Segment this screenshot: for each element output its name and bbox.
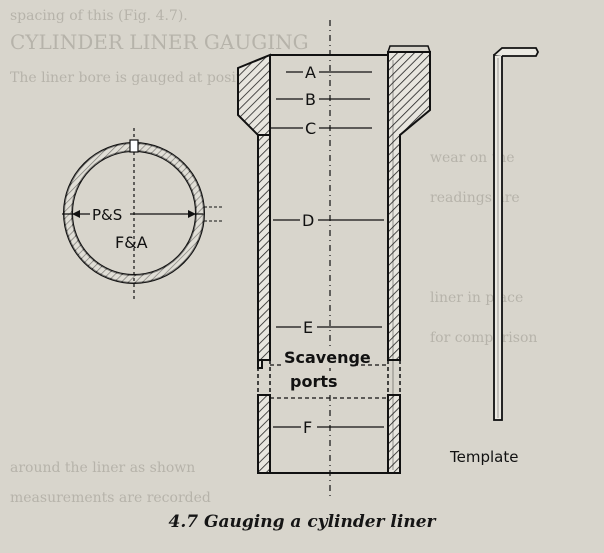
- background-text: around the liner as shown: [10, 460, 196, 476]
- left-wall-upper: [257, 134, 271, 361]
- level-d-label: D: [302, 211, 314, 230]
- level-f-label: F: [303, 418, 312, 437]
- liner-cross-section: [62, 128, 222, 300]
- background-text: The liner bore is gauged at positions: [10, 70, 271, 86]
- right-wall-lower: [387, 394, 401, 474]
- scavenge-label: Scavenge: [284, 348, 371, 367]
- background-text: measurements are recorded: [10, 490, 211, 506]
- fa-label: F&A: [115, 233, 148, 252]
- ports-label: ports: [290, 372, 338, 391]
- template-label: Template: [449, 448, 518, 466]
- right-collar: [387, 51, 431, 361]
- background-text: for comparison: [430, 330, 538, 346]
- cylinder-liner-section: [237, 20, 431, 500]
- background-text: spacing of this (Fig. 4.7).: [10, 8, 188, 24]
- background-text: CYLINDER LINER GAUGING: [10, 30, 309, 54]
- ps-label-bg: [90, 204, 130, 224]
- ps-label: P&S: [92, 206, 122, 224]
- level-c-label: C: [305, 119, 316, 138]
- level-e-label: E: [303, 318, 313, 337]
- level-a-label: A: [305, 63, 316, 82]
- level-b-label: B: [305, 90, 316, 109]
- left-wall-lower: [257, 394, 271, 474]
- template-rod: [493, 47, 540, 421]
- figure-caption: 4.7 Gauging a cylinder liner: [168, 512, 436, 532]
